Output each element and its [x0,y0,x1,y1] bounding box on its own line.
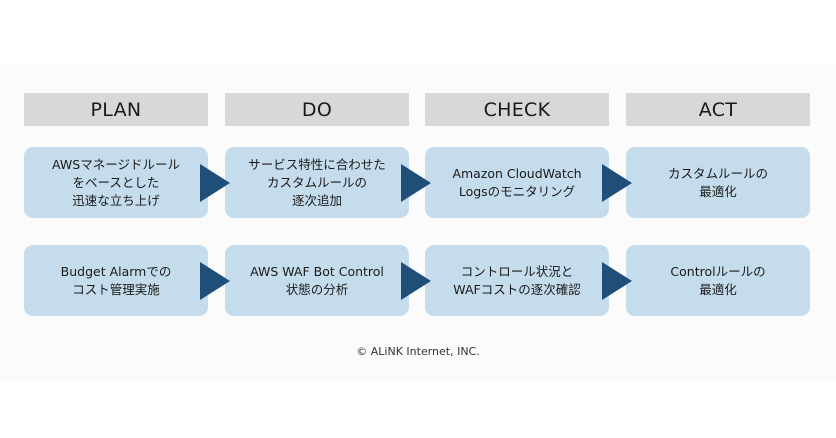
copyright-footer: © ALiNK Internet, INC. [356,345,480,358]
box-line: をベースとした [72,174,160,190]
box-line: コントロール状況と [460,263,574,279]
arrow-right-icon [401,164,431,202]
box-check-row1: Amazon CloudWatch Logsのモニタリング [425,147,609,218]
header-act: ACT [626,93,810,126]
box-line: サービス特性に合わせた [248,156,386,172]
box-act-row2: Controlルールの 最適化 [626,245,810,316]
box-plan-row2: Budget Alarmでの コスト管理実施 [24,245,208,316]
arrow-right-icon [200,262,230,300]
box-line: AWS WAF Bot Control [250,263,384,279]
header-plan: PLAN [24,93,208,126]
box-plan-row1: AWSマネージドルール をベースとした 迅速な立ち上げ [24,147,208,218]
box-line: 迅速な立ち上げ [72,192,160,208]
box-line: カスタムルールの [667,165,768,181]
box-line: 最適化 [699,281,737,297]
box-line: 状態の分析 [285,281,349,297]
arrow-right-icon [602,262,632,300]
arrow-right-icon [200,164,230,202]
box-line: Budget Alarmでの [60,263,172,279]
box-line: WAFコストの逐次確認 [453,281,581,297]
box-line: コスト管理実施 [72,281,160,297]
box-check-row2: コントロール状況と WAFコストの逐次確認 [425,245,609,316]
box-line: Controlルールの [670,263,766,279]
box-do-row1: サービス特性に合わせた カスタムルールの 逐次追加 [225,147,409,218]
header-do: DO [225,93,409,126]
box-act-row1: カスタムルールの 最適化 [626,147,810,218]
arrow-right-icon [401,262,431,300]
arrow-right-icon [602,164,632,202]
box-do-row2: AWS WAF Bot Control 状態の分析 [225,245,409,316]
box-line: カスタムルールの [266,174,367,190]
box-line: 最適化 [699,183,737,199]
box-line: Logsのモニタリング [458,183,576,199]
header-check: CHECK [425,93,609,126]
box-line: Amazon CloudWatch [452,165,582,181]
box-line: AWSマネージドルール [52,156,180,172]
box-line: 逐次追加 [291,192,342,208]
